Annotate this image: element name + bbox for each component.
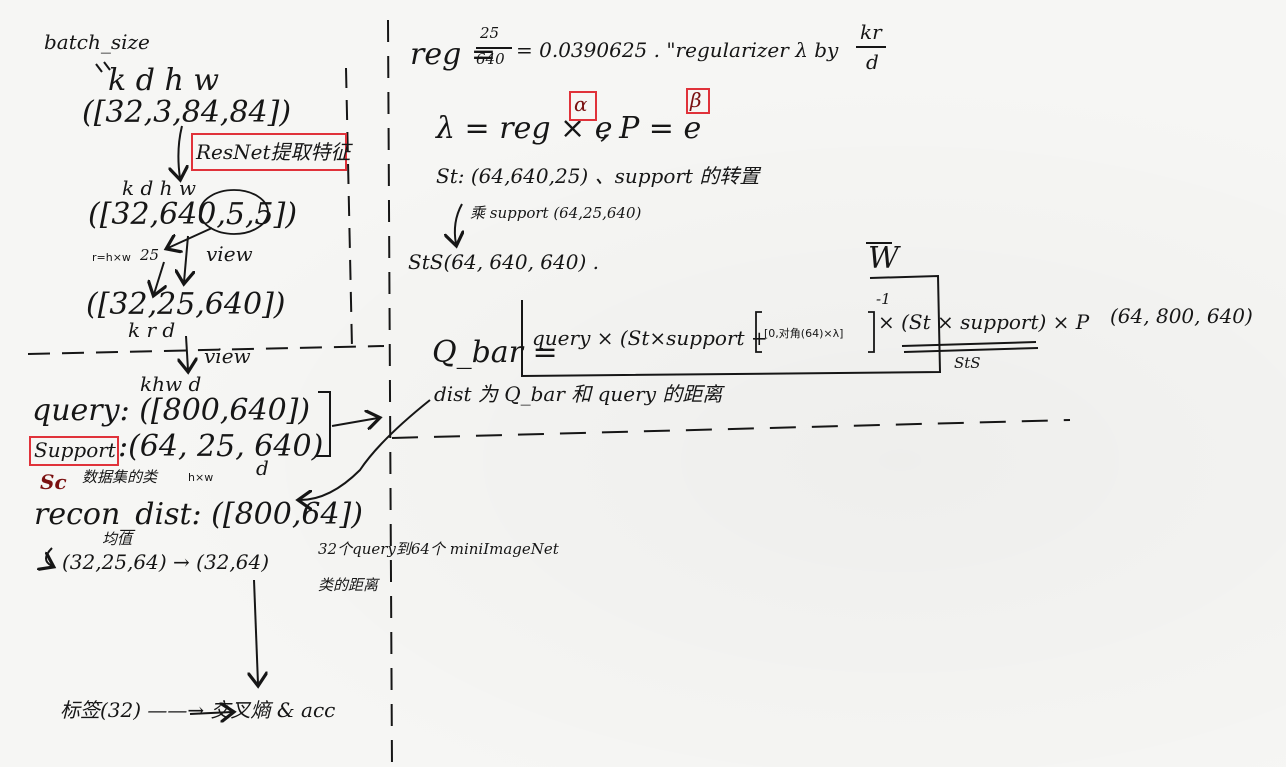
view-label-1: view [206,242,253,266]
alpha-highlight-box [569,91,597,121]
final-loss-line: 标签(32) ——→ 交叉熵 & acc [60,698,336,722]
kr-numerator: kr [860,20,882,44]
feature-dims: k d h w [122,176,196,200]
support-d-label: d [256,456,269,480]
mean-transform: (32,25,64) → (32,64) [62,550,270,574]
sts-underlabel: StS [954,354,981,372]
w-overbar [866,242,892,244]
mean-label: 均值 [102,530,133,548]
view-label-2: view [204,344,251,368]
qbar-expression-a: query × (St×support + [532,326,768,350]
reg-prefix: reg = [410,37,496,72]
lambda-formula: λ = reg × e [436,111,613,146]
sc-label: Sc [40,470,67,494]
r-value-25: 25 [140,246,160,264]
feature-shape: ([32,640,5,5]) [88,197,298,232]
r-equation: r=h×w [92,251,131,264]
distance-desc-2: 类的距离 [318,576,379,594]
qbar-bracket-term: [0,对角(64)×λ] [764,327,844,340]
kr-denominator: d [866,50,879,74]
dist-description: dist 为 Q_bar 和 query 的距离 [434,382,723,406]
support-word: Support [34,438,116,462]
reg-fraction-denominator: 640 [476,50,505,68]
resnet-label: ResNet提取特征 [196,140,351,164]
qbar-expression-b: × (St × support) × P [878,310,1090,334]
batch-size-label: batch_size [44,30,150,54]
w-bar-symbol: W [868,241,899,276]
beta-highlight-box [686,88,710,114]
reg-fraction-numerator: 25 [480,24,500,42]
qbar-inverse-exponent: -1 [876,290,891,308]
reg-value: = 0.0390625 . "regularizer λ by [516,38,839,62]
view-shape: ([32,25,640]) [86,287,286,322]
kr-fraction-bar [856,46,886,48]
resnet-highlight-box [191,133,347,171]
left-box-dashed-edge [345,67,353,349]
beta-symbol: β [690,88,702,112]
alpha-symbol: α [574,92,588,116]
st-line: St: (64,640,25) 、support 的转置 [436,164,760,188]
right-horizontal-dashed [391,419,1071,439]
distance-desc-1: 32个query到64个 miniImageNet [318,540,559,558]
reg-fraction-bar [476,47,512,49]
query-dims: khw d [140,372,202,396]
left-horizontal-dashed [27,345,385,355]
mult-support-line: 乘 support (64,25,640) [470,204,642,222]
input-shape: ([32,3,84,84]) [82,95,292,130]
recon-dist-shape: recon_dist: ([800,64]) [34,497,363,532]
support-highlight-box [29,436,119,466]
query-shape: query: ([800,640]) [32,393,311,428]
qbar-label: Q_bar = [432,335,558,370]
krd-labels: k r d [128,318,176,342]
kdhw-header: k d h w [108,63,219,98]
class-count-label: 数据集的类 [82,468,158,486]
support-shape: :(64, 25, 640) [118,429,324,464]
middle-dashed-divider [387,19,393,767]
hxw-label: h×w [188,471,214,484]
qbar-shape: (64, 800, 640) [1110,304,1253,328]
sts-line: StS(64, 640, 640) . [408,250,599,274]
p-formula: , P = e [600,111,702,146]
